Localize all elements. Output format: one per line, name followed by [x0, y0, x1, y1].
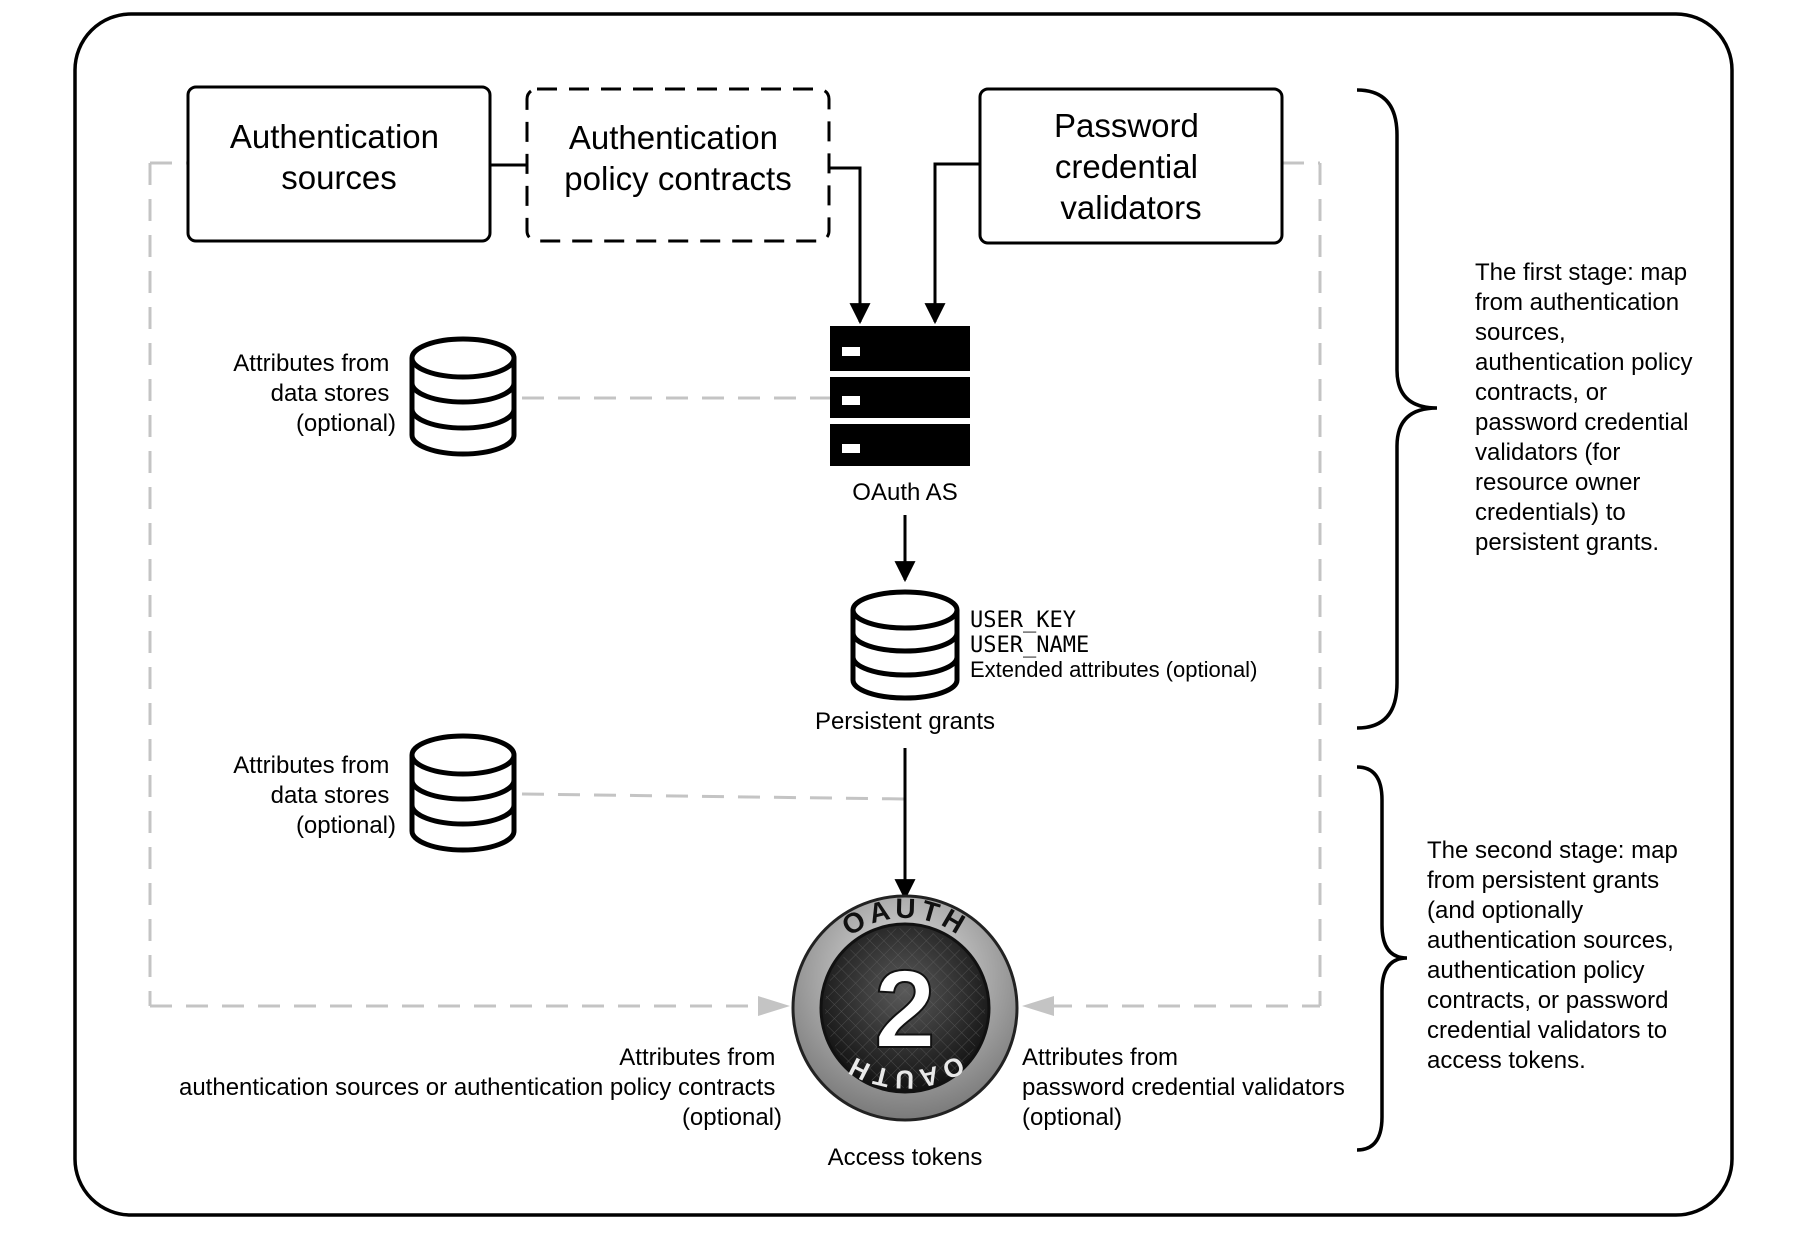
- second-stage-brace: [1356, 765, 1408, 1152]
- left-attributes-label: Attributes from authentication sources o…: [179, 1044, 782, 1131]
- first-stage-line-5: contracts, or: [1475, 379, 1607, 406]
- right-attributes-line3: (optional): [1022, 1104, 1122, 1131]
- datastore-upper-label: Attributes from data stores (optional): [233, 350, 396, 437]
- datastore-upper-label-line1: Attributes from: [233, 350, 389, 377]
- svg-text:Password credential: Password credential validators: [1054, 107, 1208, 226]
- second-stage-line-3: (and optionally: [1427, 897, 1583, 924]
- second-stage-line-7: credential validators to: [1427, 1017, 1667, 1044]
- datastore-lower-label-line3: (optional): [296, 812, 396, 839]
- right-attributes-label: Attributes from password credential vali…: [1022, 1044, 1352, 1131]
- oauth-as-server-icon: [830, 326, 970, 466]
- left-attributes-line2: authentication sources or authentication…: [179, 1074, 775, 1101]
- second-stage-line-4: authentication sources,: [1427, 927, 1674, 954]
- persistent-grants-db-icon: [850, 589, 960, 701]
- svg-text:Authentication sources: Authentication sources: [230, 118, 448, 196]
- gray-arrowhead-right: [1022, 996, 1054, 1016]
- auth-sources-box: Authentication sources: [186, 85, 492, 243]
- datastore-lower-label-line2: data stores: [271, 782, 390, 809]
- datastore-lower-label-line1: Attributes from: [233, 752, 389, 779]
- gray-arrowhead-left: [758, 996, 790, 1016]
- auth-sources-label-line2: sources: [281, 159, 397, 196]
- password-validators-label-line3: validators: [1060, 189, 1201, 226]
- attr-user-name: USER_NAME: [970, 633, 1089, 658]
- datastore-upper-label-line2: data stores: [271, 380, 390, 407]
- first-stage-line-7: validators (for: [1475, 439, 1620, 466]
- first-stage-line-10: persistent grants.: [1475, 529, 1659, 556]
- auth-sources-label-line1: Authentication: [230, 118, 439, 155]
- badge-number: 2: [874, 948, 935, 1071]
- attr-extended: Extended attributes (optional): [970, 657, 1257, 682]
- first-stage-brace: [1356, 88, 1438, 730]
- first-stage-line-9: credentials) to: [1475, 499, 1626, 526]
- password-validators-label-line2: credential: [1055, 148, 1198, 185]
- datastore-lower-link: [521, 792, 906, 801]
- policy-contracts-label-line1: Authentication: [569, 119, 778, 156]
- left-attributes-line1: Attributes from: [619, 1044, 775, 1071]
- dashed-inner-frame: [148, 161, 1322, 1008]
- first-stage-line-2: from authentication: [1475, 289, 1679, 316]
- access-tokens-label: Access tokens: [828, 1144, 983, 1171]
- oauth-as-label: OAuth AS: [852, 479, 957, 506]
- right-attributes-line2: password credential validators: [1022, 1074, 1345, 1101]
- persistent-grants-label: Persistent grants: [815, 708, 995, 735]
- svg-text:Authentication policy co: Authentication policy contracts: [564, 119, 791, 197]
- second-stage-line-8: access tokens.: [1427, 1047, 1586, 1074]
- outer-frame: [73, 12, 1734, 1217]
- attr-user-key: USER_KEY: [970, 608, 1076, 633]
- first-stage-line-3: sources,: [1475, 319, 1566, 346]
- persistent-grants-attributes: USER_KEY USER_NAME Extended attributes (…: [970, 607, 1257, 682]
- first-stage-line-6: password credential: [1475, 409, 1688, 436]
- datastore-lower-db-icon: [409, 733, 517, 853]
- policy-contracts-box: Authentication policy contracts: [525, 87, 831, 243]
- datastore-upper-db-icon: [409, 336, 517, 457]
- second-stage-description: The second stage: map from persistent gra…: [1427, 837, 1678, 1074]
- password-validators-label-line1: Password: [1054, 107, 1199, 144]
- oauth2-badge-icon: OAUTH OAUTH 2: [791, 893, 1019, 1122]
- first-stage-line-4: authentication policy: [1475, 349, 1692, 376]
- second-stage-line-1: The second stage: map: [1427, 837, 1678, 864]
- left-attributes-line3: (optional): [682, 1104, 782, 1131]
- arrow-validators-to-as: [924, 162, 980, 325]
- datastore-lower-label: Attributes from data stores (optional): [233, 752, 396, 839]
- datastore-upper-label-line3: (optional): [296, 410, 396, 437]
- first-stage-line-8: resource owner: [1475, 469, 1640, 496]
- second-stage-line-5: authentication policy: [1427, 957, 1644, 984]
- right-attributes-line1: Attributes from: [1022, 1044, 1178, 1071]
- second-stage-line-2: from persistent grants: [1427, 867, 1659, 894]
- first-stage-line-1: The first stage: map: [1475, 259, 1687, 286]
- policy-contracts-label-line2: policy contracts: [564, 160, 791, 197]
- password-validators-box: Password credential validators: [978, 87, 1284, 245]
- second-stage-line-6: contracts, or password: [1427, 987, 1668, 1014]
- first-stage-description: The first stage: map from authentication s…: [1475, 259, 1692, 556]
- arrow-contracts-to-as: [829, 166, 871, 325]
